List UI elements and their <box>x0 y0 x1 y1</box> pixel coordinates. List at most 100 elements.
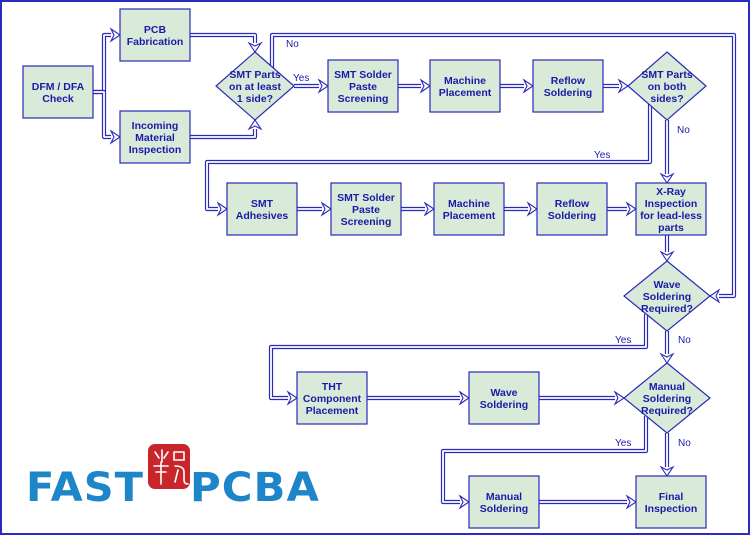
node-label-line: SMT Solder <box>337 192 395 204</box>
process-shape <box>468 371 540 425</box>
arrowhead-icon <box>526 201 538 217</box>
connector-reflow1-to-smt-both <box>603 78 629 94</box>
arrowhead-icon <box>522 78 534 94</box>
node-label-line: Inspection <box>129 144 182 156</box>
arrowhead-icon <box>216 201 228 217</box>
node-label-line: Wave <box>490 387 517 399</box>
node-label-line: sides? <box>650 93 683 105</box>
node-label-line: Manual <box>486 491 522 503</box>
node-label-line: Screening <box>338 93 389 105</box>
edge-label-no: No <box>678 438 691 449</box>
arrowhead-icon <box>317 78 329 94</box>
connector-line <box>93 89 111 140</box>
node-label-line: THT <box>322 381 343 393</box>
connector-xray-to-wave-req <box>659 235 675 262</box>
connector-wave-req-to-manual-req <box>659 331 675 364</box>
node-label-line: Wave <box>653 279 680 291</box>
node-label-line: parts <box>658 222 684 234</box>
arrowhead-icon <box>659 352 675 364</box>
edge-label-yes: Yes <box>615 438 631 449</box>
node-label-line: for lead-less <box>640 210 702 222</box>
logo-text-pcba: PCBA <box>190 465 320 511</box>
node-label-line: SMT Parts <box>229 69 281 81</box>
node-label-line: Reflow <box>551 75 586 87</box>
node-label-line: PCB <box>144 24 167 36</box>
node-label-line: on at least <box>229 81 281 93</box>
node-label-line: Adhesives <box>236 210 289 222</box>
connector-paste1-to-place1 <box>398 78 431 94</box>
node-label-line: Final <box>659 491 684 503</box>
node-label-line: SMT <box>251 198 274 210</box>
node-label-line: Fabrication <box>127 36 184 48</box>
process-shape <box>226 182 298 236</box>
node-label-line: Soldering <box>544 87 592 99</box>
decision-shape <box>627 51 707 121</box>
connector-dfm-to-pcb-fab <box>93 27 121 95</box>
arrowhead-icon <box>286 390 298 406</box>
arrowhead-icon <box>247 119 263 131</box>
connector-line-inner <box>190 34 256 43</box>
fastpcba-logo: FAST PCBA <box>26 444 320 511</box>
node-label-line: Soldering <box>480 399 528 411</box>
decision-shape <box>623 260 711 332</box>
edge-label-no: No <box>286 39 299 50</box>
node-label-line: Machine <box>444 75 486 87</box>
node-label-line: Soldering <box>643 393 691 405</box>
node-label-line: Placement <box>443 210 496 222</box>
connector-line-inner <box>93 91 111 138</box>
connector-manual-to-final <box>539 494 637 510</box>
connector-line-inner <box>270 314 647 399</box>
connector-smt-one-side-to-paste1 <box>294 78 329 94</box>
connector-smt-one-side-to-wave-req <box>269 32 737 304</box>
edge-label-no: No <box>677 125 690 136</box>
node-label-line: Required? <box>641 405 693 417</box>
connector-adhesives-to-paste2 <box>297 201 332 217</box>
connector-incoming-to-smt-one-side <box>190 119 263 140</box>
connector-line-inner <box>442 416 647 503</box>
arrowhead-icon <box>659 465 675 477</box>
node-label-line: Placement <box>439 87 492 99</box>
node-label-line: X-Ray <box>656 186 686 198</box>
process-shape <box>635 182 707 236</box>
node-label-line: Screening <box>341 216 392 228</box>
process-shape <box>532 59 604 113</box>
connector-manual-req-to-final <box>659 433 675 477</box>
arrowhead-icon <box>320 201 332 217</box>
arrowhead-icon <box>617 78 629 94</box>
connector-paste2-to-place2 <box>401 201 435 217</box>
node-label-line: Soldering <box>548 210 596 222</box>
node-label-line: Soldering <box>480 503 528 515</box>
decision-shape <box>623 362 711 434</box>
node-label-line: Reflow <box>555 198 590 210</box>
node-label-line: DFM / DFA <box>32 81 85 93</box>
connector-dfm-to-incoming <box>93 89 121 145</box>
connector-line-inner <box>271 34 735 297</box>
connector-line-inner <box>190 129 256 138</box>
connector-pcb-fab-to-smt-one-side <box>190 32 263 53</box>
process-shape <box>635 475 707 529</box>
node-label-line: Soldering <box>643 291 691 303</box>
connector-line-inner <box>206 103 651 210</box>
node-label-line: SMT Parts <box>641 69 693 81</box>
process-shape <box>296 371 368 425</box>
node-label-line: Inspection <box>645 198 698 210</box>
arrowhead-icon <box>613 390 625 406</box>
process-shape <box>119 110 191 164</box>
node-label-line: Component <box>303 393 362 405</box>
process-shape <box>330 182 402 236</box>
